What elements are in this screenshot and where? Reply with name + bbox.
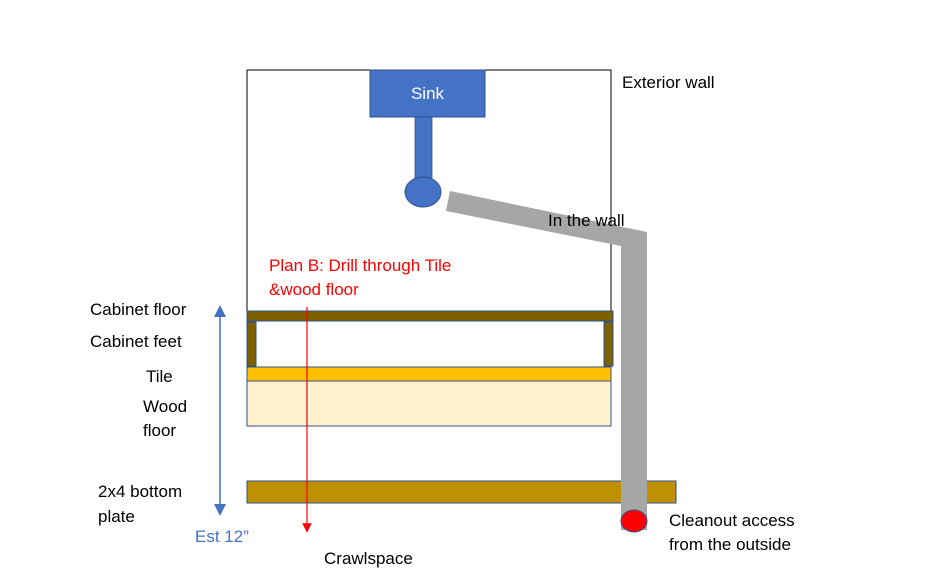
cabinet-foot-right [603, 321, 614, 367]
drain-pipe-in-wall [446, 191, 647, 530]
cabinet-floor-label: Cabinet floor [90, 300, 187, 319]
cabinet-feet-label: Cabinet feet [90, 332, 182, 351]
bottom-plate [246, 480, 677, 504]
cleanout-label-line2: from the outside [669, 535, 791, 554]
tile-label: Tile [146, 367, 173, 386]
tile-layer [246, 366, 612, 382]
bottom-plate-label-line2: plate [98, 507, 135, 526]
cleanout-label-line1: Cleanout access [669, 511, 795, 530]
cleanout-access [620, 509, 648, 533]
wood-floor-label-line2: floor [143, 421, 177, 440]
plan-b-label-line2: &wood floor [269, 280, 359, 299]
estimate-label: Est 12” [195, 527, 249, 546]
cabinet-floor [246, 310, 614, 322]
in-the-wall-label: In the wall [548, 211, 625, 230]
wood-floor-layer [246, 380, 612, 427]
wood-floor-label-line1: Wood [143, 397, 188, 416]
sink-label: Sink [410, 83, 445, 103]
cabinet-foot-left [246, 321, 257, 367]
sink [369, 69, 486, 118]
p-trap [404, 176, 442, 208]
bottom-plate-label-line1: 2x4 bottom [98, 482, 183, 501]
sink-drain-pipe [414, 116, 433, 180]
plan-b-label-line1: Plan B: Drill through Tile [269, 256, 452, 275]
crawlspace-label: Crawlspace [324, 549, 413, 568]
exterior-wall-label: Exterior wall [622, 73, 715, 92]
